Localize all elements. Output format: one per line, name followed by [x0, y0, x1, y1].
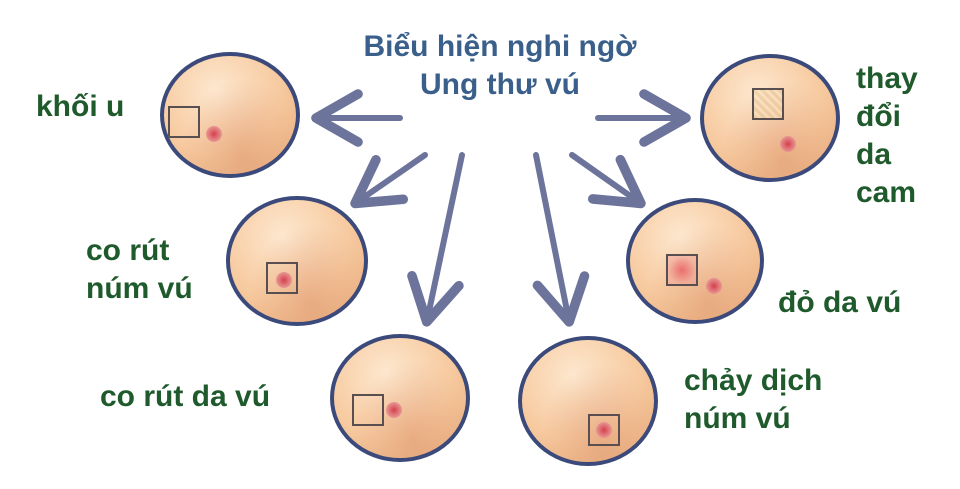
arrow-to-co-rut-da-vu	[407, 152, 465, 327]
label-thay-doi-da-cam-line-2: đổi	[856, 100, 901, 133]
label-chay-dich-num-vu-line-1: chảy dịch	[684, 364, 823, 397]
highlight-box-nipple	[266, 262, 298, 294]
nipple	[780, 136, 796, 152]
highlight-box-discharge	[588, 414, 620, 446]
title-line-1: Biểu hiện nghi ngờ	[363, 30, 637, 63]
nipple	[706, 278, 722, 294]
nipple	[386, 402, 402, 418]
arrow-to-do-da-vu	[569, 152, 646, 209]
breast-illustration-khoi-u	[160, 52, 300, 178]
arrow-to-chay-dich-num-vu	[532, 152, 590, 327]
label-co-rut-num-vu-line-1: co rút	[86, 234, 170, 267]
arrow-to-co-rut-num-vu	[350, 152, 428, 209]
breast-illustration-do-da-vu	[626, 198, 764, 324]
label-chay-dich-num-vu-line-2: núm vú	[684, 402, 791, 435]
label-khoi-u: khối u	[36, 90, 125, 123]
title-line-2: Ung thư vú	[419, 68, 581, 101]
label-co-rut-da-vu: co rút da vú	[100, 380, 271, 413]
diagram-title: Biểu hiện nghi ngờ Ung thư vú	[340, 28, 660, 104]
breast-illustration-co-rut-da-vu	[330, 334, 470, 462]
nipple	[206, 126, 222, 142]
label-co-rut-num-vu-line-2: núm vú	[86, 272, 193, 305]
breast-illustration-chay-dich-num-vu	[518, 336, 658, 466]
highlight-box-orange-peel	[752, 88, 784, 120]
highlight-box-skin	[352, 394, 384, 426]
nipple	[596, 422, 612, 438]
label-thay-doi-da-cam-line-1: thay	[856, 62, 918, 95]
breast-illustration-thay-doi-da-cam	[700, 54, 840, 182]
nipple	[276, 272, 292, 288]
highlight-box-redness	[666, 254, 698, 286]
breast-illustration-co-rut-num-vu	[226, 196, 368, 326]
label-thay-doi-da-cam-line-4: cam	[856, 176, 917, 209]
label-do-da-vu: đỏ da vú	[778, 286, 902, 319]
label-thay-doi-da-cam-line-3: da	[856, 138, 892, 171]
highlight-box-lump	[168, 106, 200, 138]
